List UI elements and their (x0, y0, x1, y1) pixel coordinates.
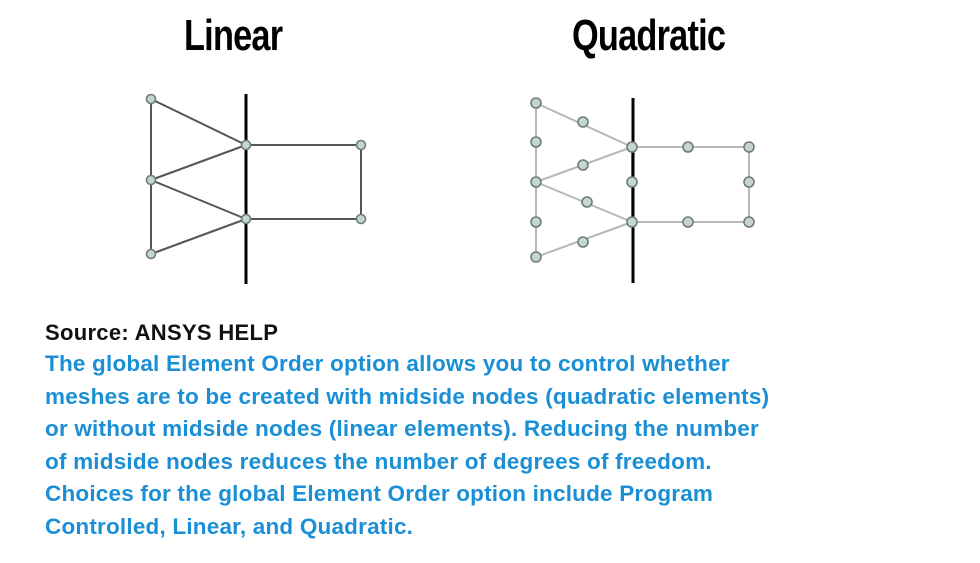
mesh-node (743, 176, 755, 188)
description-text: The global Element Order option allows y… (45, 348, 975, 543)
mesh-node (626, 141, 638, 153)
mesh-node (626, 216, 638, 228)
mesh-edge (150, 98, 247, 146)
source-label: Source: ANSYS HELP (45, 320, 279, 345)
linear-title: Linear (184, 11, 283, 60)
element-order-diagrams (145, 93, 755, 284)
mesh-node (682, 141, 694, 153)
mesh-node (355, 139, 367, 151)
mesh-edge (150, 218, 247, 255)
quadratic-title: Quadratic (572, 11, 726, 60)
mesh-node (682, 216, 694, 228)
mesh-edge (150, 179, 247, 220)
mesh-node (145, 174, 157, 186)
mesh-node (626, 176, 638, 188)
mesh-node (530, 216, 542, 228)
description-line: of midside nodes reduces the number of d… (45, 448, 712, 474)
mesh-node (530, 97, 542, 109)
mesh-node (530, 251, 542, 263)
mesh-node (743, 141, 755, 153)
mesh-node (577, 159, 589, 171)
mesh-node (240, 139, 252, 151)
description-line: Choices for the global Element Order opt… (45, 481, 714, 506)
mesh-node (145, 93, 157, 105)
mesh-node (240, 213, 252, 225)
mesh-node (145, 248, 157, 260)
mesh-node (577, 116, 589, 128)
description-line: meshes are to be created with midside no… (45, 383, 770, 409)
description-line: The global Element Order option allows y… (45, 351, 730, 376)
description-line: Controlled, Linear, and Quadratic. (45, 513, 414, 539)
mesh-node (581, 196, 593, 208)
mesh-node (355, 213, 367, 225)
quadratic-mesh-diagram (530, 97, 755, 283)
linear-mesh-diagram (145, 93, 367, 284)
mesh-node (577, 236, 589, 248)
mesh-node (530, 136, 542, 148)
mesh-node (743, 216, 755, 228)
description-line: or without midside nodes (linear element… (45, 416, 759, 441)
mesh-node (530, 176, 542, 188)
mesh-edge (150, 144, 247, 181)
